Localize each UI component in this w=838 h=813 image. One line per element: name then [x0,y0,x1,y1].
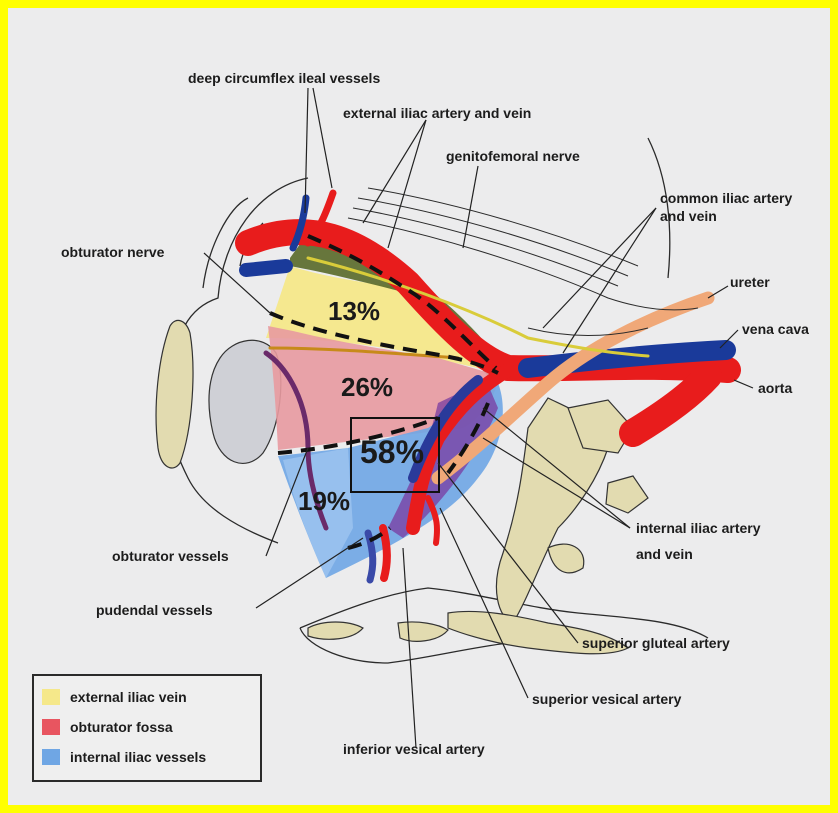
label-internal-iliac-2: and vein [636,546,693,562]
aorta-branch [633,376,708,433]
label-superior-gluteal: superior gluteal artery [582,635,730,651]
pct-lower-region: 19% [298,488,350,514]
legend: external iliac vein obturator fossa inte… [32,674,262,782]
pct-obturator-fossa: 26% [341,374,393,400]
label-deep-circumflex: deep circumflex ileal vessels [188,70,380,86]
label-ureter: ureter [730,274,770,290]
legend-item: obturator fossa [42,716,173,738]
label-genitofemoral: genitofemoral nerve [446,148,580,164]
label-obturator-nerve: obturator nerve [61,244,164,260]
legend-swatch [42,689,60,705]
label-obturator-vessels: obturator vessels [112,548,229,564]
label-common-iliac-1: common iliac artery [660,190,792,206]
label-inferior-vesical: inferior vesical artery [343,741,485,757]
label-common-iliac-2: and vein [660,208,717,224]
label-superior-vesical: superior vesical artery [532,691,681,707]
label-external-iliac: external iliac artery and vein [343,105,531,121]
label-vena-cava: vena cava [742,321,809,337]
legend-swatch [42,749,60,765]
label-pudendal: pudendal vessels [96,602,213,618]
legend-item: internal iliac vessels [42,746,206,768]
external-iliac-vein-stub [246,266,286,270]
legend-item: external iliac vein [42,686,187,708]
legend-label: obturator fossa [70,719,173,735]
pudendal-vessel-red [383,528,387,578]
legend-label: internal iliac vessels [70,749,206,765]
pct-internal-iliac: 58% [360,436,424,468]
pct-external-iliac-vein: 13% [328,298,380,324]
legend-label: external iliac vein [70,689,187,705]
label-internal-iliac-1: internal iliac artery [636,520,761,536]
legend-swatch [42,719,60,735]
label-aorta: aorta [758,380,792,396]
